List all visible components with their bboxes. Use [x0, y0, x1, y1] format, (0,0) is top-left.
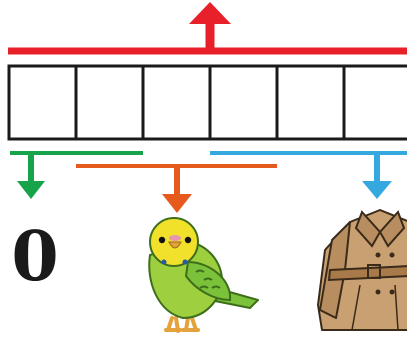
middle-orange-bracket: [76, 166, 277, 213]
up-arrow-icon: [189, 2, 231, 24]
down-arrow-icon: [162, 194, 192, 213]
down-arrow-icon: [362, 181, 392, 199]
budgie-bird-icon: [149, 218, 258, 331]
top-red-bracket: [8, 2, 407, 51]
left-green-bracket: [10, 153, 143, 199]
result-digit: 0: [11, 217, 58, 297]
right-blue-bracket: [210, 153, 407, 199]
trench-coat-icon: [318, 210, 407, 330]
cell-row: [9, 66, 407, 139]
cell-row-border: [9, 66, 407, 139]
down-arrow-icon: [17, 181, 45, 199]
